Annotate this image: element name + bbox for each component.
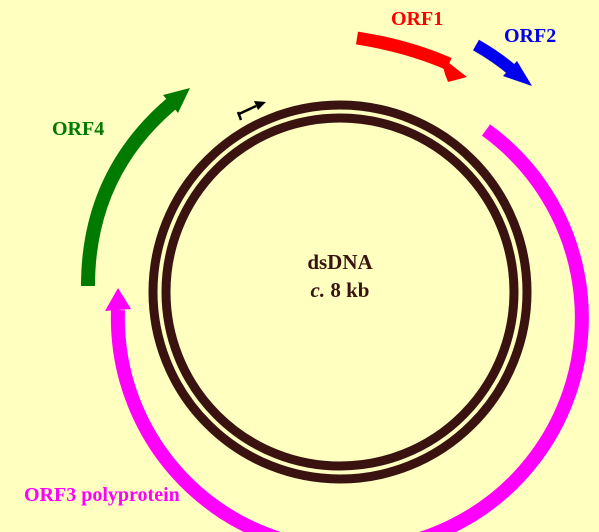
dna-inner-strand — [161, 113, 519, 471]
orf4-arrow — [81, 88, 190, 287]
orf3-arrow — [105, 124, 589, 532]
genome-type: dsDNA — [307, 250, 373, 274]
genome-description: dsDNA c. 8 kb — [250, 248, 430, 304]
orf4-label: ORF4 — [52, 118, 105, 140]
promoter-arrow — [236, 101, 266, 121]
genome-size: c. 8 kb — [250, 276, 430, 304]
dna-outer-strand — [148, 100, 532, 484]
orf3-label: ORF3 polyprotein — [24, 484, 180, 506]
orf1-arrow — [355, 31, 467, 82]
orf2-arrow — [473, 39, 532, 86]
genome-size-prefix: c. — [310, 278, 326, 302]
orf1-label: ORF1 — [391, 8, 444, 30]
genome-size-value: 8 kb — [330, 278, 370, 302]
orf2-label: ORF2 — [504, 25, 557, 47]
